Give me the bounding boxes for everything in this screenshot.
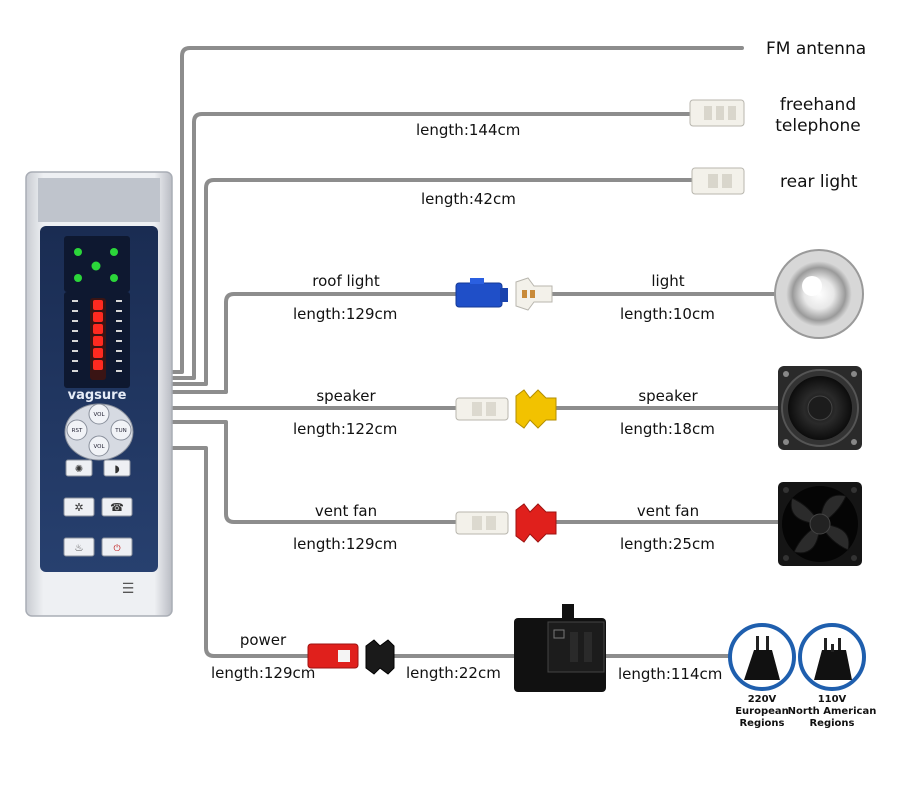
- tun-label: TUN: [114, 428, 127, 434]
- steam-icon: ♨: [75, 543, 84, 554]
- fan-button[interactable]: [63, 497, 95, 517]
- steam-button[interactable]: [63, 537, 95, 557]
- speaker-connector-female: [515, 389, 557, 429]
- label-vent-fan-right: vent fan: [636, 502, 700, 520]
- vol-up-button[interactable]: [88, 403, 110, 425]
- power-icon: ⏻: [113, 543, 120, 554]
- length-speaker-right: length:18cm: [620, 420, 715, 438]
- light-bulb-icon: ✺: [75, 464, 83, 475]
- na-region: North American Regions: [787, 706, 877, 729]
- length-power-right: length:114cm: [618, 665, 723, 683]
- volume-meter: [64, 292, 130, 388]
- length-roof-light: length:129cm: [293, 305, 398, 323]
- power-button[interactable]: [101, 537, 133, 557]
- button-cluster: VOL RST TUN VOL: [64, 403, 134, 461]
- light-button[interactable]: [65, 459, 93, 477]
- control-panel: vagsure VOL RST TUN VOL ✺ ◗ ✲ ☎ ♨ ⏻: [25, 171, 173, 617]
- roof-light-lamp: [774, 249, 864, 339]
- roof-light-connector-male: [455, 278, 508, 308]
- label-roof-light: roof light: [312, 272, 380, 290]
- eu-region: European Regions: [735, 706, 789, 729]
- status-leds: [64, 236, 130, 292]
- wire-vent-left: [170, 420, 458, 524]
- menu-icon: ☰: [122, 581, 135, 597]
- panel-buttons: ✺ ◗ ✲ ☎ ♨ ⏻: [63, 459, 133, 557]
- label-vent-fan-left: vent fan: [314, 502, 378, 520]
- length-light: length:10cm: [620, 305, 715, 323]
- lamp-button[interactable]: [103, 459, 131, 477]
- brand-logo: vagsure: [68, 388, 127, 403]
- length-power-left: length:129cm: [211, 664, 316, 682]
- label-speaker-left: speaker: [316, 387, 376, 405]
- vent-fan-unit: [778, 482, 862, 566]
- vol-up-label: VOL: [93, 412, 105, 418]
- eu-plug-badge: [728, 623, 796, 691]
- wires: [170, 46, 784, 658]
- transformer: [514, 604, 606, 692]
- fan-icon: ✲: [74, 501, 83, 514]
- tun-button[interactable]: [110, 419, 132, 441]
- label-fm-antenna: FM antenna: [766, 39, 867, 59]
- rst-label: RST: [72, 428, 83, 434]
- length-rear-light: length:42cm: [421, 190, 516, 208]
- vent-fan-connector-male: [455, 511, 509, 535]
- rst-button[interactable]: [66, 419, 88, 441]
- label-freehand-telephone: freehand telephone: [775, 95, 861, 136]
- lamp-icon: ◗: [114, 464, 119, 475]
- wire-power-left: [170, 446, 310, 658]
- label-rear-light: rear light: [780, 172, 858, 192]
- na-plug-badge: [798, 623, 866, 691]
- wire-telephone: [170, 112, 692, 380]
- vent-fan-connector-female: [515, 503, 557, 543]
- na-voltage: 110V: [817, 694, 847, 705]
- roof-light-connector-female: [515, 277, 553, 311]
- vol-down-label: VOL: [93, 444, 105, 450]
- length-vent-fan-left: length:129cm: [293, 535, 398, 553]
- vol-down-button[interactable]: [88, 435, 110, 457]
- label-light: light: [651, 272, 685, 290]
- speaker-connector-male: [455, 397, 509, 421]
- wire-rear-light: [170, 178, 694, 386]
- length-vent-fan-right: length:25cm: [620, 535, 715, 553]
- length-telephone: length:144cm: [416, 121, 521, 139]
- label-speaker-right: speaker: [638, 387, 698, 405]
- wire-roof-light: [170, 292, 458, 394]
- length-speaker-left: length:122cm: [293, 420, 398, 438]
- power-connector-red: [307, 643, 359, 669]
- phone-icon: ☎: [110, 501, 124, 514]
- phone-button[interactable]: [101, 497, 133, 517]
- label-power: power: [239, 631, 287, 649]
- length-power-mid: length:22cm: [406, 664, 501, 682]
- telephone-connector: [689, 99, 745, 127]
- power-connector-black: [365, 639, 395, 675]
- speaker-unit: [778, 366, 862, 450]
- wire-fm-antenna: [170, 46, 744, 374]
- rear-light-connector: [691, 167, 745, 195]
- eu-voltage: 220V: [747, 694, 777, 705]
